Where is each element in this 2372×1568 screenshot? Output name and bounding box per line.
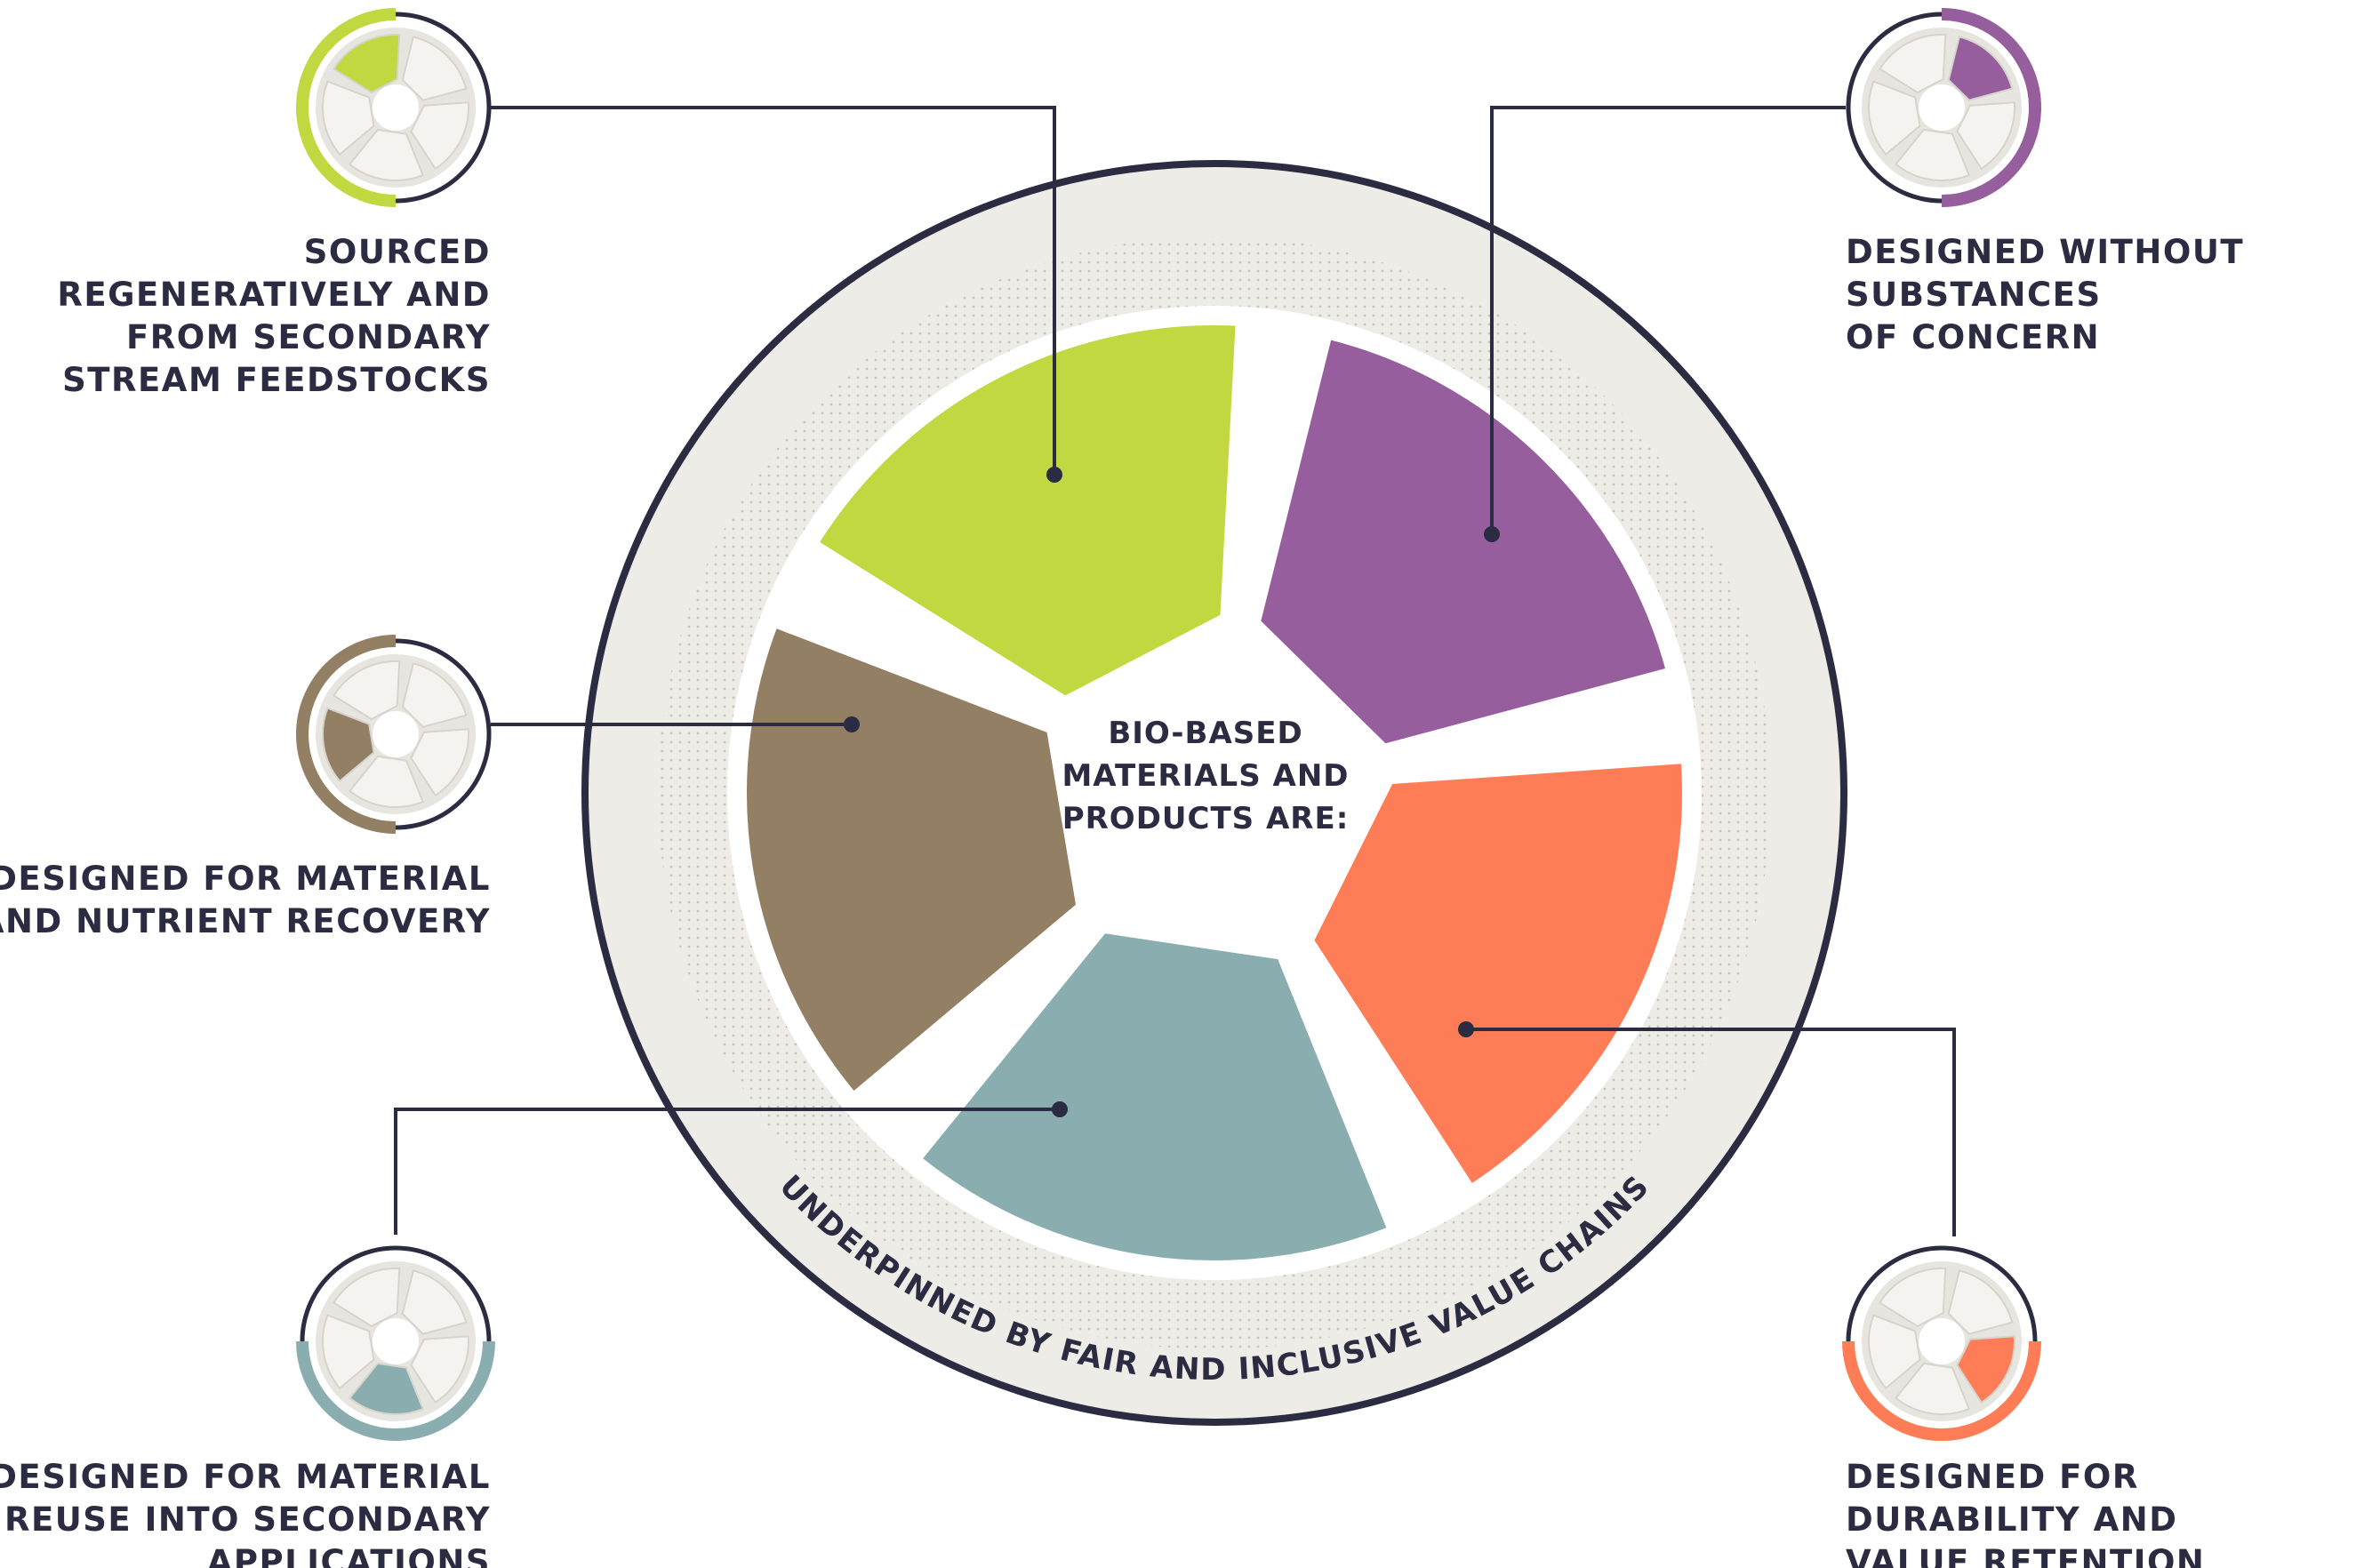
icon-blade-recovery xyxy=(1868,1314,1921,1390)
icon-blade-recovery xyxy=(322,1314,375,1390)
segment-substances xyxy=(1253,332,1673,751)
icon-hub xyxy=(1919,1318,1965,1364)
icon-blade-reuse xyxy=(348,128,425,181)
icon-blade-reuse xyxy=(348,1362,425,1415)
segment-regenerative xyxy=(811,318,1243,704)
icon-blade-durability xyxy=(1956,101,2015,171)
icon-blade-durability xyxy=(1956,1335,2015,1404)
icon-hub xyxy=(1919,84,1965,131)
icon-blade-durability xyxy=(410,728,469,797)
leader-substances xyxy=(1490,106,1846,534)
segment-durability xyxy=(1306,756,1690,1192)
aperture-segments xyxy=(740,318,1690,1268)
label-durability-line-3: VALUE RETENTION xyxy=(1846,1543,2205,1568)
segment-icons xyxy=(296,8,2041,1441)
segment-recovery xyxy=(740,620,1084,1100)
label-substances-line-3: OF CONCERN xyxy=(1846,318,2100,356)
label-reuse-line-3: APPLICATIONS xyxy=(207,1543,491,1568)
icon-blade-recovery xyxy=(1868,80,1921,156)
icon-durability xyxy=(1842,1245,2041,1441)
label-durability: DESIGNED FOR DURABILITY AND VALUE RETENT… xyxy=(1846,1458,2205,1568)
center-line-1: BIO-BASED xyxy=(1108,716,1302,751)
icon-blade-regenerative xyxy=(333,1268,401,1328)
icon-blade-substances xyxy=(401,1269,468,1335)
label-recovery-line-2: AND NUTRIENT RECOVERY xyxy=(0,902,491,940)
icon-accent-arc xyxy=(296,8,397,207)
icon-accent-arc xyxy=(1941,8,2041,207)
icon-blade-durability xyxy=(410,1335,469,1404)
label-reuse-line-1: DESIGNED FOR MATERIAL xyxy=(0,1458,491,1496)
label-regenerative-line-4: STREAM FEEDSTOCKS xyxy=(62,361,491,399)
icon-reuse xyxy=(296,1245,495,1441)
leader-durability xyxy=(1466,1028,1956,1236)
leader-dot-substances xyxy=(1484,526,1500,542)
icon-blade-substances xyxy=(401,36,468,101)
leader-dots xyxy=(844,467,1500,1117)
icon-accent-arc xyxy=(296,635,397,834)
icon-blade-regenerative xyxy=(333,34,401,94)
icon-hub xyxy=(373,84,419,131)
leader-dot-durability xyxy=(1458,1021,1474,1037)
label-recovery: DESIGNED FOR MATERIAL AND NUTRIENT RECOV… xyxy=(0,860,491,940)
label-recovery-line-1: DESIGNED FOR MATERIAL xyxy=(0,860,491,898)
label-regenerative: SOURCED REGENERATIVELY AND FROM SECONDAR… xyxy=(57,233,491,399)
center-line-2: MATERIALS AND xyxy=(1062,758,1349,794)
icon-recovery xyxy=(296,635,492,834)
icon-blade-reuse xyxy=(348,755,425,808)
leader-dot-reuse xyxy=(1052,1101,1068,1117)
label-substances-line-2: SUBSTANCES xyxy=(1846,276,2102,314)
label-substances: DESIGNED WITHOUT SUBSTANCES OF CONCERN xyxy=(1846,233,2244,356)
label-durability-line-2: DURABILITY AND xyxy=(1846,1500,2177,1539)
icon-blade-recovery xyxy=(322,707,375,783)
icon-blade-substances xyxy=(1947,1269,2014,1335)
icon-blade-durability xyxy=(410,101,469,171)
center-line-3: PRODUCTS ARE: xyxy=(1062,801,1350,836)
leader-lines xyxy=(394,106,1956,1236)
label-durability-line-1: DESIGNED FOR xyxy=(1846,1458,2139,1496)
label-regenerative-line-2: REGENERATIVELY AND xyxy=(57,276,491,314)
label-substances-line-1: DESIGNED WITHOUT xyxy=(1846,233,2244,271)
icon-hub xyxy=(373,1318,419,1364)
icon-substances xyxy=(1846,8,2041,207)
icon-blade-recovery xyxy=(322,80,375,156)
leader-dot-regenerative xyxy=(1046,467,1062,483)
icon-blade-reuse xyxy=(1894,1362,1971,1415)
icon-blade-regenerative xyxy=(333,660,401,721)
icon-regenerative xyxy=(296,8,492,207)
leader-dot-recovery xyxy=(844,716,860,732)
icon-blade-regenerative xyxy=(1879,1268,1947,1328)
icon-blade-substances xyxy=(401,662,468,728)
label-regenerative-line-3: FROM SECONDARY xyxy=(126,318,491,356)
segment-reuse xyxy=(914,925,1395,1268)
icon-accent-arc xyxy=(1842,1340,2041,1441)
icon-blade-substances xyxy=(1947,36,2014,101)
icon-blade-regenerative xyxy=(1879,34,1947,94)
label-reuse: DESIGNED FOR MATERIAL REUSE INTO SECONDA… xyxy=(0,1458,491,1568)
icon-blade-reuse xyxy=(1894,128,1971,181)
center-label: BIO-BASED MATERIALS AND PRODUCTS ARE: xyxy=(1062,716,1350,836)
leader-regenerative xyxy=(491,106,1056,475)
leader-reuse xyxy=(394,1108,1060,1235)
label-regenerative-line-1: SOURCED xyxy=(304,233,491,271)
icon-hub xyxy=(373,711,419,757)
icon-accent-arc xyxy=(296,1340,495,1441)
label-reuse-line-2: REUSE INTO SECONDARY xyxy=(4,1500,491,1539)
